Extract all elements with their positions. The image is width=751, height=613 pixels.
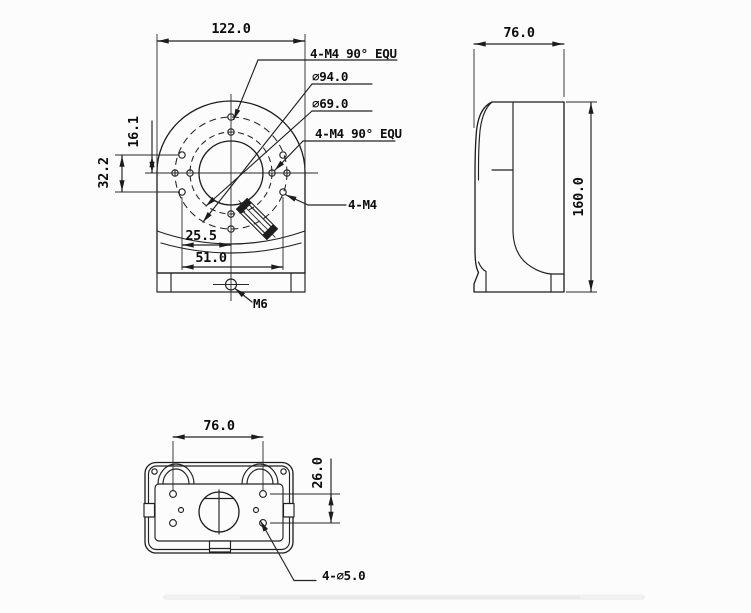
dim-16-1-label: 16.1 xyxy=(126,116,142,147)
front-view: 122.0 16.1 32.2 25.5 xyxy=(96,21,402,311)
leader-outer-m4: 4-M4 90° EQU xyxy=(233,46,398,121)
dim-side-76: 76.0 xyxy=(473,25,565,128)
dim-160: 160.0 xyxy=(566,101,597,293)
dim-bottom-76-label: 76.0 xyxy=(203,418,234,434)
dim-16-1: 16.1 xyxy=(115,116,180,193)
m6-hole xyxy=(213,278,249,291)
side-view: 76.0 160.0 xyxy=(473,25,597,293)
dim-51-0: 51.0 xyxy=(181,197,284,270)
bottom-view-outline xyxy=(143,461,295,554)
label-d94: ∅94.0 xyxy=(312,69,348,84)
bottom-cable-hole xyxy=(198,489,240,535)
dim-25-5: 25.5 xyxy=(181,228,232,248)
dim-32-2: 32.2 xyxy=(96,154,125,193)
bottom-screw-holes xyxy=(169,490,267,527)
leader-side-m4: 4-M4 xyxy=(285,194,377,212)
dim-122-label: 122.0 xyxy=(211,21,250,37)
dim-160-label: 160.0 xyxy=(571,177,587,216)
center-hole xyxy=(198,140,264,206)
leader-m6: M6 xyxy=(234,287,268,311)
label-outer-m4: 4-M4 90° EQU xyxy=(310,46,397,61)
label-d69: ∅69.0 xyxy=(312,96,348,111)
bolt-circle-94 xyxy=(174,116,288,230)
label-m6: M6 xyxy=(253,296,267,311)
label-inner-m4: 4-M4 90° EQU xyxy=(315,126,402,141)
side-view-outline xyxy=(473,101,565,293)
leader-d5: 4-∅5.0 xyxy=(259,520,366,583)
label-d5: 4-∅5.0 xyxy=(322,568,365,583)
bolt-circle-69 xyxy=(189,131,273,215)
scan-artifact xyxy=(163,594,645,600)
cable-slot xyxy=(235,197,279,241)
label-side-m4: 4-M4 xyxy=(348,197,377,212)
bottom-view: 76.0 26.0 4-∅5.0 xyxy=(143,418,366,583)
dim-51-0-label: 51.0 xyxy=(195,250,226,266)
leader-inner-m4: 4-M4 90° EQU xyxy=(274,126,402,171)
leader-d94: ∅94.0 xyxy=(202,69,373,223)
dim-122: 122.0 xyxy=(156,21,306,171)
dim-bottom-76: 76.0 xyxy=(172,418,264,490)
dim-side-76-label: 76.0 xyxy=(503,25,534,41)
dim-25-5-label: 25.5 xyxy=(185,228,216,244)
leader-d69: ∅69.0 xyxy=(205,96,373,207)
dim-26: 26.0 xyxy=(270,457,340,524)
dim-26-label: 26.0 xyxy=(310,457,326,488)
dim-32-2-label: 32.2 xyxy=(96,157,112,188)
